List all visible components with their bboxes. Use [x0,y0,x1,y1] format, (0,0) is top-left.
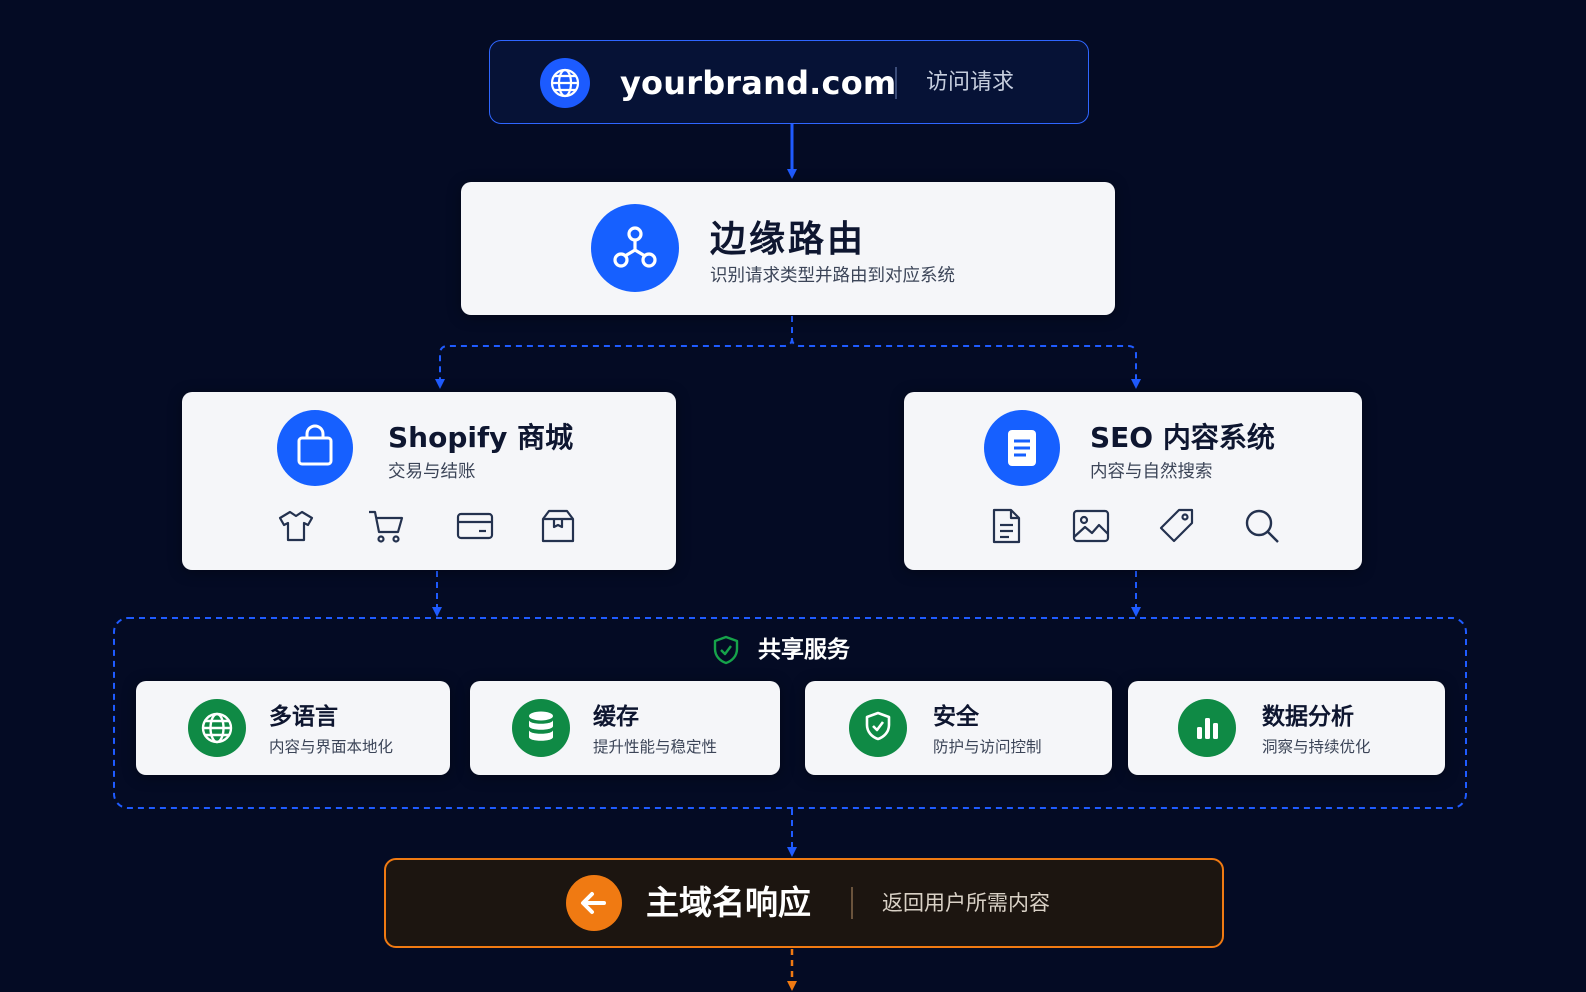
tshirt-icon [276,506,316,546]
response-label: 返回用户所需内容 [882,891,1050,915]
service-subtitle: 内容与界面本地化 [269,738,394,756]
bar-chart-icon [1178,699,1236,757]
edge-router-card: 边缘路由 识别请求类型并路由到对应系统 [461,182,1115,315]
search-icon [1242,506,1282,546]
domain-name: yourbrand.com [620,64,897,102]
service-card-cache: 缓存 提升性能与稳定性 [470,681,780,775]
service-title: 多语言 [269,704,338,730]
arrow-router-to-branches [435,316,793,389]
service-card-i18n: 多语言 内容与界面本地化 [136,681,450,775]
shield-check-icon [849,699,907,757]
edge-router-subtitle: 识别请求类型并路由到对应系统 [710,266,955,286]
response-box: 主域名响应 返回用户所需内容 [384,858,1224,948]
divider [895,67,897,99]
cart-icon [366,506,406,546]
document-icon [984,410,1060,486]
shared-services-title: 共享服务 [758,637,850,663]
service-subtitle: 洞察与持续优化 [1262,738,1371,756]
response-title: 主域名响应 [646,883,811,922]
image-icon [1071,506,1111,546]
service-title: 缓存 [593,704,639,730]
request-label: 访问请求 [926,70,1015,95]
service-subtitle: 提升性能与稳定性 [593,738,718,756]
service-title: 安全 [933,704,979,730]
shopify-card: Shopify 商城 交易与结账 [182,392,676,570]
service-card-security: 安全 防护与访问控制 [805,681,1112,775]
shopping-bag-icon [277,410,353,486]
globe-icon [540,58,590,108]
page-icon [986,506,1026,546]
tag-icon [1157,506,1197,546]
shopify-title: Shopify 商城 [388,421,574,454]
shield-check-icon [710,634,742,666]
service-card-analytics: 数据分析 洞察与持续优化 [1128,681,1445,775]
package-icon [538,506,578,546]
database-icon [512,699,570,757]
seo-subtitle: 内容与自然搜索 [1090,462,1213,482]
shopify-subtitle: 交易与结账 [388,462,476,482]
service-title: 数据分析 [1262,704,1354,730]
request-box: yourbrand.com 访问请求 [489,40,1089,124]
divider [851,887,853,919]
edge-router-title: 边缘路由 [710,219,867,260]
share-nodes-icon [591,204,679,292]
service-subtitle: 防护与访问控制 [933,738,1042,756]
credit-card-icon [455,506,495,546]
arrow-left-icon [566,875,622,931]
seo-card: SEO 内容系统 内容与自然搜索 [904,392,1362,570]
globe-icon [188,699,246,757]
seo-title: SEO 内容系统 [1090,421,1275,454]
